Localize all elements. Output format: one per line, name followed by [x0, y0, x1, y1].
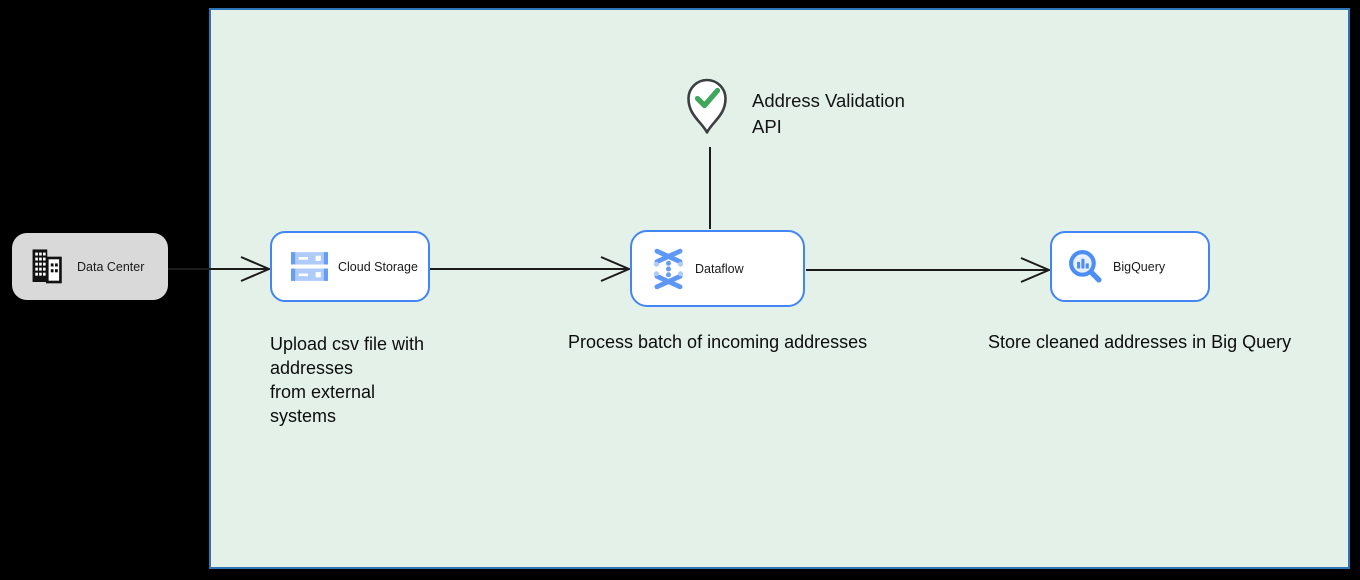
bigquery-icon	[1067, 248, 1104, 285]
node-label-cloud-storage: Cloud Storage	[338, 259, 418, 274]
annotation-line-1: Address Validation	[752, 90, 905, 111]
node-data-center[interactable]: Data Center	[12, 233, 168, 300]
map-pin-check-icon[interactable]	[684, 77, 730, 135]
caption-store-cleaned: Store cleaned addresses in Big Query	[988, 332, 1292, 352]
annotation-line-2: API	[752, 116, 782, 137]
cloud-storage-icon	[291, 251, 328, 282]
node-label-dataflow: Dataflow	[695, 261, 744, 276]
caption-upload-line-1: Upload csv file with	[270, 334, 425, 354]
caption-upload-line-4: systems	[270, 406, 337, 426]
node-dataflow[interactable]: Dataflow	[630, 230, 805, 307]
node-label-bigquery: BigQuery	[1113, 259, 1166, 274]
caption-process-batch: Process batch of incoming addresses	[568, 332, 868, 352]
caption-upload-line-2: addresses	[270, 358, 354, 378]
caption-upload-line-3: from external	[270, 382, 376, 402]
node-bigquery[interactable]: BigQuery	[1050, 231, 1210, 302]
annotation-address-validation: Address Validation API	[752, 88, 905, 140]
office-building-icon	[31, 248, 62, 285]
node-label-data-center: Data Center	[77, 259, 145, 274]
dataflow-icon	[649, 248, 688, 290]
caption-upload-csv: Upload csv file with addresses from exte…	[270, 332, 424, 428]
node-cloud-storage[interactable]: Cloud Storage	[270, 231, 430, 302]
